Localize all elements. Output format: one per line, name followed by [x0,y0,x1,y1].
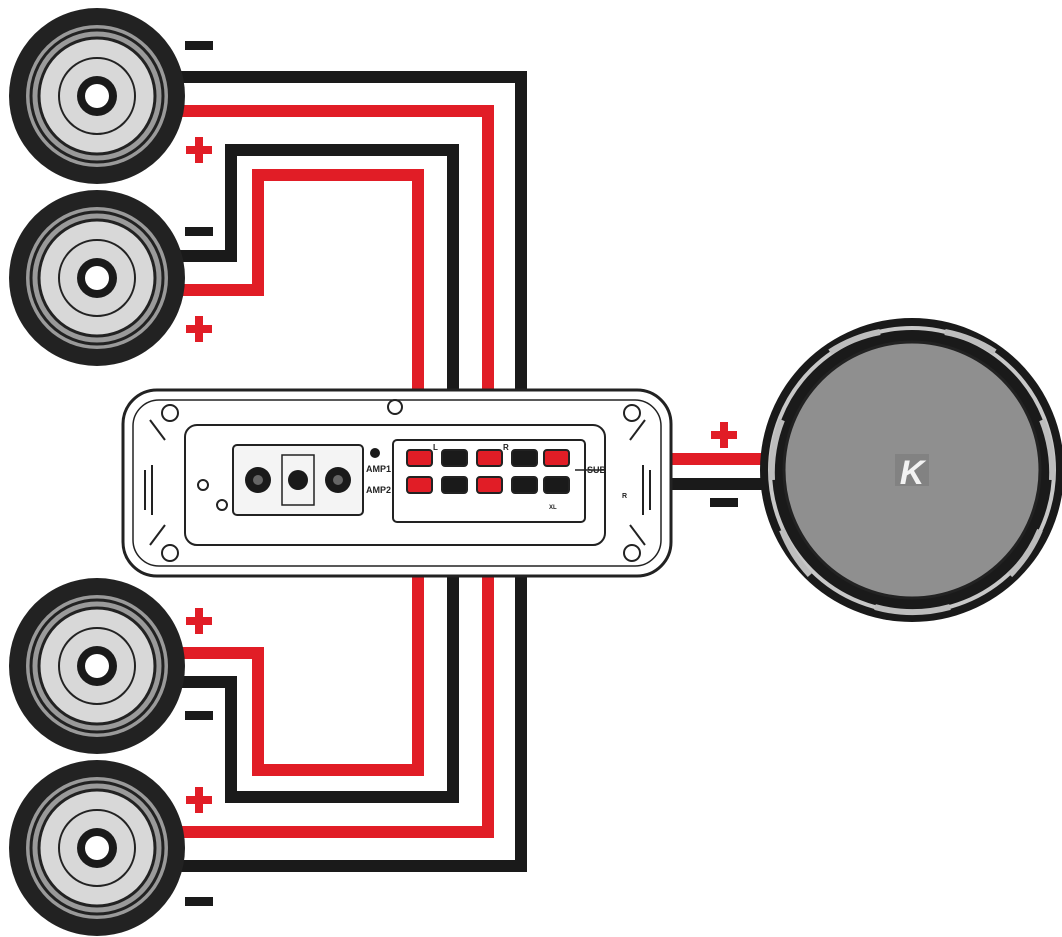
screw-top-left [161,404,179,422]
sign-negative-top2 [185,227,213,236]
label-amp2: AMP2 [366,485,391,495]
terminal-8 [476,476,503,494]
wire-bot1-positive [180,490,424,776]
terminal-7 [441,476,468,494]
speaker-icon [7,188,187,368]
terminal-9 [511,476,538,494]
panel-hole-2 [216,499,228,511]
label-amp1: AMP1 [366,464,391,474]
power-terminal-2 [288,470,308,490]
sign-positive-sub [711,422,737,448]
label-sub: SUB [587,465,607,475]
terminal-10 [543,476,570,494]
speaker-bottom-2 [7,758,187,937]
amplifier: AMP1 AMP2 L R SUB XL R [121,388,673,578]
speaker-icon [7,758,187,937]
amp-led [370,448,380,458]
speaker-bottom-1 [7,576,187,756]
panel-hole-1 [197,479,209,491]
screw-bottom-right [623,544,641,562]
sign-negative-bot2 [185,897,213,906]
polarity-signs [185,41,738,906]
sign-positive-top2 [186,316,212,342]
screw-top-mid [387,399,403,415]
wire-top2-positive [180,169,424,453]
speaker-top-2 [7,188,187,368]
terminal-4 [511,449,538,467]
wire-top2-negative [180,144,459,453]
speaker-icon [7,576,187,756]
wire-bot2-negative [180,490,527,872]
terminal-3 [476,449,503,467]
wire-bot2-positive [180,490,494,838]
subwoofer-logo: K [895,454,929,492]
sign-positive-top1 [186,137,212,163]
subwoofer-logo-text: K [900,454,927,492]
sign-negative-sub [710,498,738,507]
label-r2: R [622,493,627,500]
label-l: L [433,443,438,452]
sign-positive-bot2 [186,787,212,813]
wire-top1-negative [180,71,527,453]
subwoofer-cone [782,340,1042,600]
power-terminal-3-inner [333,475,343,485]
terminals-top-row [406,449,570,467]
terminals-bottom-row [406,476,570,494]
power-terminal-1-inner [253,475,263,485]
sign-negative-bot1 [185,711,213,720]
screw-bottom-left [161,544,179,562]
speaker-icon [7,6,187,186]
screw-top-right [623,404,641,422]
terminal-2 [441,449,468,467]
sign-negative-top1 [185,41,213,50]
grill-left [144,419,166,546]
subwoofer: K [760,318,1062,622]
sign-positive-bot1 [186,608,212,634]
terminal-1 [406,449,433,467]
amplifier-panel [184,424,606,546]
subwoofer-basket-marks [768,329,1056,616]
wire-top1-positive [180,105,494,453]
label-xl: XL [549,505,557,511]
power-terminal-center [281,454,315,506]
wire-bot1-negative [180,490,459,803]
speaker-top-1 [7,6,187,186]
label-r: R [503,443,509,452]
grill-right [629,419,651,546]
terminal-5 [543,449,570,467]
wires [180,71,800,872]
terminal-6 [406,476,433,494]
